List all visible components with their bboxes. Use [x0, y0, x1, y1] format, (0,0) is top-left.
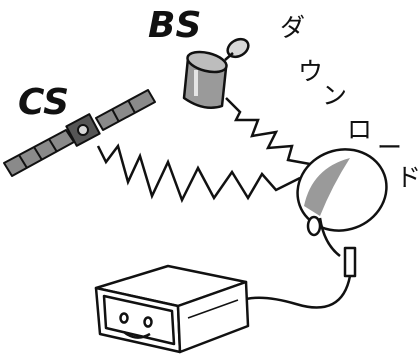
- bs-label: BS: [148, 5, 201, 46]
- tuner-box-icon: [94, 264, 250, 354]
- download-char-1: ダ: [280, 13, 305, 42]
- download-char-2: ウ: [298, 57, 323, 86]
- antenna-cable: [241, 275, 352, 309]
- download-char-4: ロ: [347, 115, 372, 144]
- cs-label: CS: [18, 82, 69, 123]
- satellite-dish-icon: [296, 148, 388, 278]
- bs-signal-wave: [225, 97, 311, 166]
- download-char-3: ン: [322, 81, 347, 110]
- bs-satellite-icon: [182, 37, 250, 109]
- cs-signal-wave: [96, 143, 301, 204]
- download-char-6: ド: [396, 163, 419, 192]
- download-char-5: ー: [377, 133, 402, 162]
- cs-satellite-icon: [3, 89, 156, 177]
